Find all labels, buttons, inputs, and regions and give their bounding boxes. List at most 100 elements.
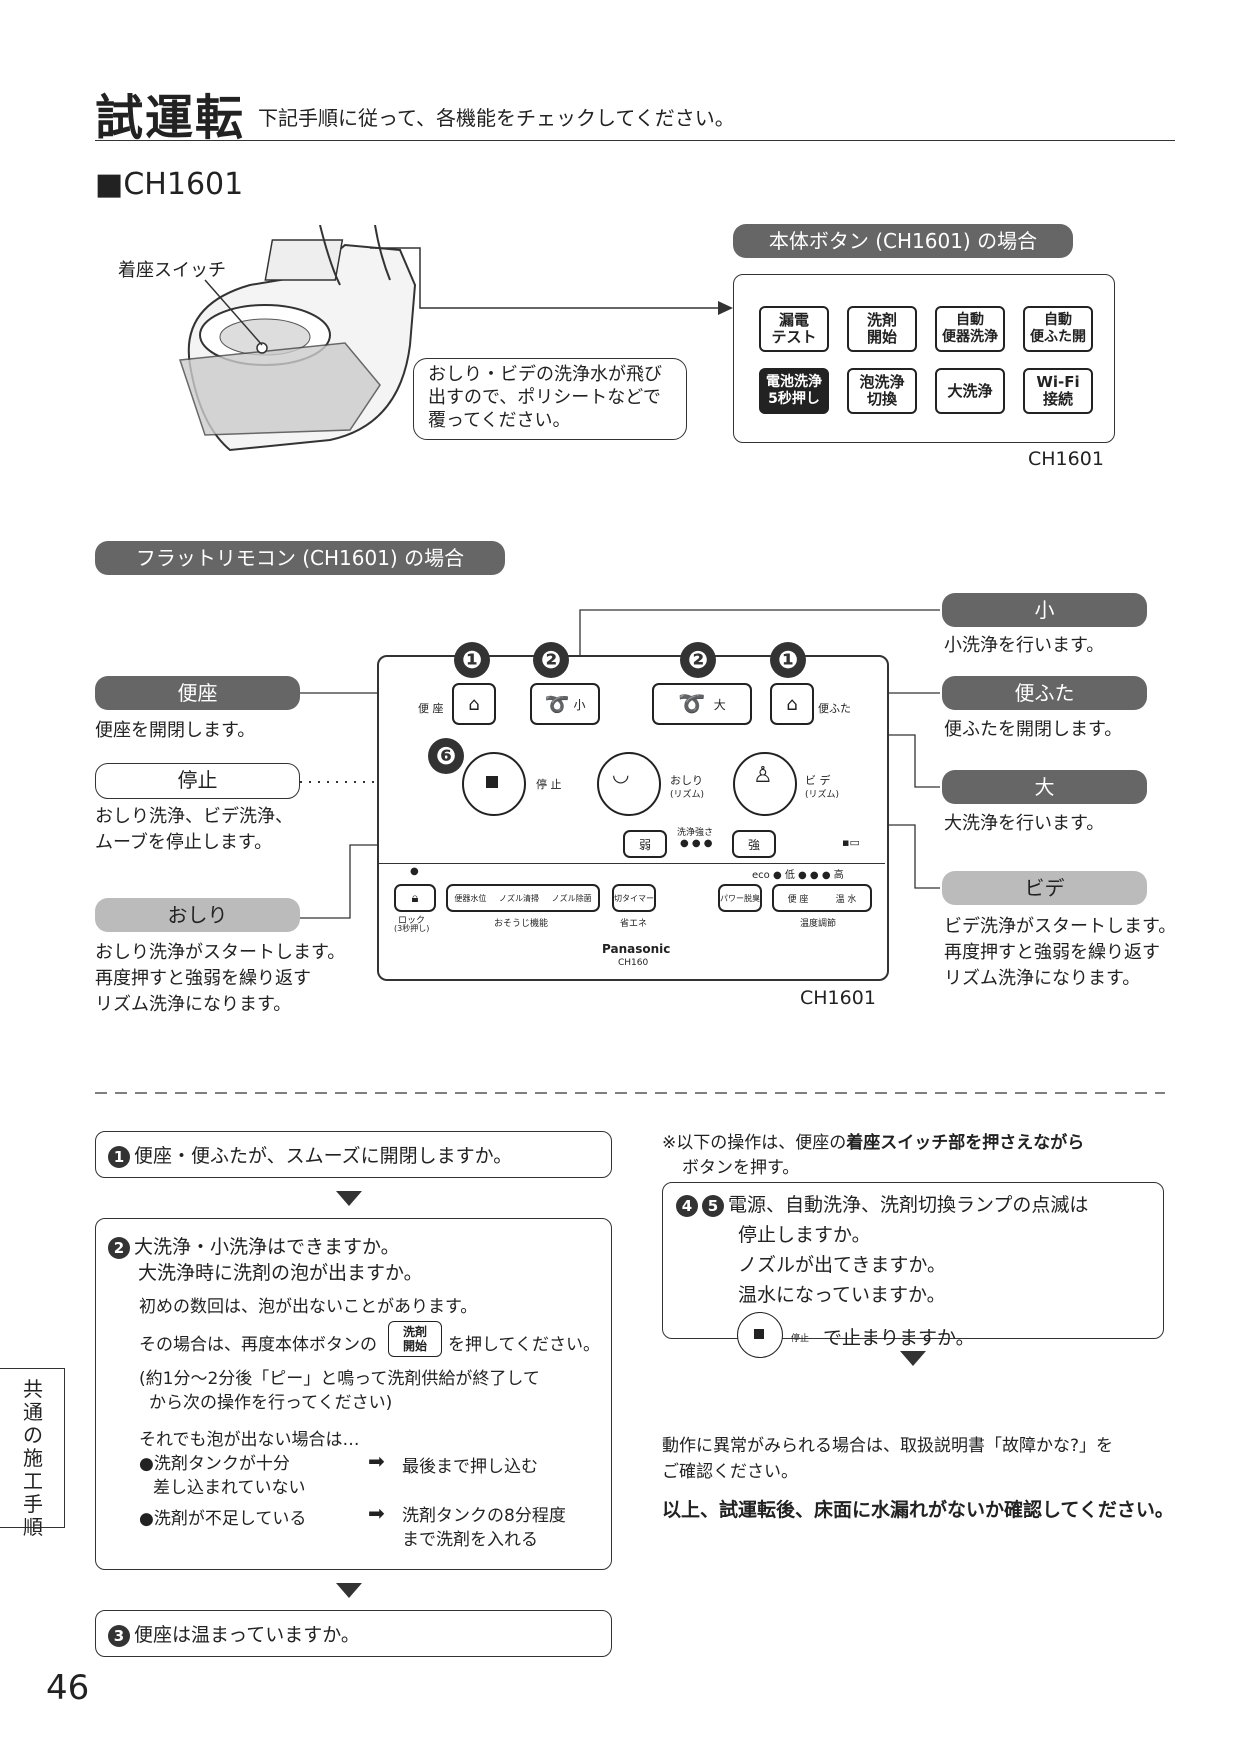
battery-wash-button[interactable]: 電池洗浄 5秒押し — [759, 368, 829, 414]
step-2-fix-1: 最後まで押し込む — [402, 1457, 538, 1477]
main-unit-panel — [733, 274, 1115, 443]
label-bide: ビデ — [942, 871, 1147, 905]
remote-section-title: フラットリモコン (CH1601) の場合 — [95, 541, 505, 575]
remote-oshiri-label: おしり — [670, 774, 703, 787]
seat-temp-button[interactable]: 便 座 — [787, 894, 809, 905]
seat-open-button[interactable]: ⌂ — [452, 683, 496, 725]
main-unit-model-caption: CH1601 — [1028, 448, 1104, 470]
strength-label: 洗浄強さ — [677, 828, 714, 838]
benza-desc: 便座を開閉します。 — [95, 720, 256, 741]
side-tab — [0, 1368, 65, 1528]
step-2-note-2b: を押してください。 — [448, 1335, 600, 1355]
step-number-2-left: ❷ — [533, 642, 569, 678]
remote-teishi-label: 停 止 — [536, 778, 562, 791]
strength-dots: ● ● ● — [680, 838, 713, 849]
lock-indicator-dot: ● — [410, 866, 419, 877]
lid-open-button[interactable]: ⌂ — [770, 683, 814, 725]
step-45-stop-text: で止まりますか。 — [823, 1327, 975, 1349]
label-teishi: 停止 — [95, 763, 300, 799]
bowl-water-level-button[interactable]: 便器水位 — [454, 893, 487, 903]
benfuta-desc: 便ふたを開閉します。 — [944, 719, 1123, 740]
header-divider — [95, 140, 1175, 141]
stop-icon — [486, 776, 498, 788]
arrow-down-1 — [336, 1191, 362, 1206]
brand-logo: Panasonic — [602, 942, 671, 956]
page-title: 試運転 — [95, 90, 246, 146]
detergent-start-button[interactable]: 洗剤 開始 — [847, 306, 917, 352]
bide-icon: ♙ — [753, 763, 773, 788]
model-heading: ■CH1601 — [95, 167, 244, 202]
water-temp-button[interactable]: 温 水 — [835, 894, 857, 905]
foam-wash-switch-button[interactable]: 泡洗浄 切換 — [847, 368, 917, 414]
swirl-large-icon: ➰ — [678, 691, 706, 717]
step-45-box — [662, 1182, 1164, 1339]
step-number-1-left: ❶ — [454, 642, 490, 678]
cleaning-functions-group: 便器水位 ノズル清掃 ノズル除菌 — [446, 884, 600, 912]
step-2-note-1: 初めの数回は、泡が出ないことがあります。 — [139, 1297, 478, 1317]
oshiri-button[interactable] — [597, 752, 661, 816]
remote-bide-label: ビ デ — [805, 774, 831, 787]
remote-divider — [379, 863, 885, 864]
stop-inline-label: 停止 — [791, 1334, 810, 1344]
nozzle-cleaning-button[interactable]: ノズル清掃 — [498, 893, 539, 903]
step-2-note-4: それでも泡が出ない場合は… — [139, 1430, 360, 1450]
step-number-2-right: ❷ — [680, 642, 716, 678]
step-2-fix-2: 洗剤タンクの8分程度 まで洗剤を入れる — [402, 1506, 566, 1550]
step-2-cause-1: ●洗剤タンクが十分 差し込まれていない — [139, 1454, 306, 1498]
strength-strong-button[interactable]: 強 — [732, 830, 776, 858]
auto-bowl-wash-button[interactable]: 自動 便器洗浄 — [935, 306, 1005, 352]
step-2-note-2a: その場合は、再度本体ボタンの — [139, 1335, 377, 1355]
remote-bide-sub: (リズム) — [805, 790, 840, 800]
remote-oshiri-sub: (リズム) — [670, 790, 705, 800]
stop-inline-icon — [754, 1329, 764, 1339]
off-timer-button[interactable]: 切タイマー — [612, 884, 656, 912]
cleaning-functions-label: おそうじ機能 — [494, 919, 549, 929]
sho-desc: 小洗浄を行います。 — [944, 635, 1105, 656]
remote-benfuta-label: 便ふた — [818, 702, 851, 715]
callout-text: おしり・ビデの洗浄水が飛び 出すので、ポリシートなどで 覆ってください。 — [428, 364, 662, 431]
auto-lid-open-button[interactable]: 自動 便ふた開 — [1023, 306, 1093, 352]
step-number-1-right: ❶ — [770, 642, 806, 678]
lock-label: ロック — [398, 916, 426, 926]
leakage-test-button[interactable]: 漏電 テスト — [759, 306, 829, 352]
power-deodorize-button[interactable]: パワー脱臭 — [718, 884, 762, 912]
bide-desc: ビデ洗浄がスタートします。 再度押すと強弱を繰り返す リズム洗浄になります。 — [944, 916, 1177, 989]
energy-save-label: 省エネ — [620, 919, 648, 929]
step-3-box — [95, 1610, 612, 1657]
swirl-icon: ➰ — [544, 692, 570, 716]
step-2-note-3: (約1分～2分後「ピー」と鳴って洗剤供給が終了して から次の操作を行ってください… — [139, 1369, 540, 1413]
bide-button[interactable] — [733, 752, 797, 816]
nozzle-sterilize-button[interactable]: ノズル除菌 — [551, 893, 592, 903]
note-top: ※以下の操作は、便座の着座スイッチ部を押さえながら ボタンを押す。 — [662, 1133, 1085, 1178]
lock-button[interactable]: 🔒︎ — [394, 884, 436, 912]
side-tab-text: 共通の施工手順 — [23, 1377, 43, 1539]
label-dai: 大 — [942, 770, 1147, 804]
large-flush-button[interactable]: 大洗浄 — [935, 368, 1005, 414]
detergent-start-inline-button: 洗剤 開始 — [388, 1321, 442, 1357]
step-2-box — [95, 1218, 612, 1570]
oshiri-desc: おしり洗浄がスタートします。 再度押すと強弱を繰り返す リズム洗浄になります。 — [95, 942, 346, 1015]
remote-benza-label: 便 座 — [418, 702, 444, 715]
arrow-down-3 — [900, 1351, 926, 1366]
step-1-box — [95, 1131, 612, 1178]
strength-weak-button[interactable]: 弱 — [623, 830, 667, 858]
remote-model-caption: CH1601 — [800, 987, 876, 1009]
teishi-desc: おしり洗浄、ビデ洗浄、 ムーブを停止します。 — [95, 806, 293, 853]
callout-bubble — [413, 358, 687, 440]
label-benza: 便座 — [95, 676, 300, 710]
lock-icon: 🔒︎ — [411, 890, 419, 906]
label-sho: 小 — [942, 593, 1147, 627]
wifi-connect-button[interactable]: Wi-Fi 接続 — [1023, 368, 1093, 414]
step-2-cause-2: ●洗剤が不足している — [139, 1509, 307, 1529]
final-note: 動作に異常がみられる場合は、取扱説明書「故障かな?」を ご確認ください。 — [662, 1436, 1114, 1482]
final-statement: 以上、試運転後、床面に水漏れがないか確認してください。 — [662, 1499, 1174, 1521]
remote-model-label: CH160 — [618, 958, 649, 968]
small-flush-button[interactable]: ➰小 — [530, 683, 600, 725]
arrow-down-2 — [336, 1583, 362, 1598]
lid-icon: ⌂ — [786, 693, 798, 715]
seat-switch-label: 着座スイッチ — [118, 260, 226, 281]
battery-icon: ▪▭ — [842, 836, 860, 849]
large-flush-remote-button[interactable]: ➰大 — [652, 683, 752, 725]
